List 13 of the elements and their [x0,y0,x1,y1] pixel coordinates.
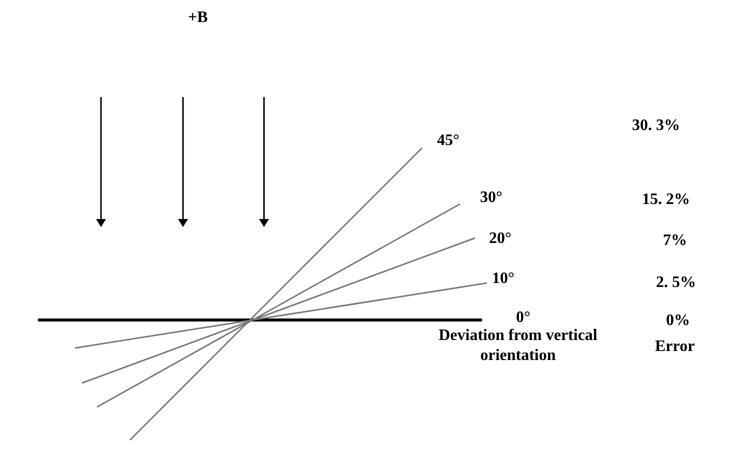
axis-caption: Deviation from vertical orientation [438,326,598,366]
angle-label: 45° [437,131,460,151]
angle-label: 0° [516,308,530,328]
field-label: +B [188,8,208,28]
error-value: 7% [663,231,687,251]
error-value: 15. 2% [642,190,690,210]
error-value: 30. 3% [632,116,680,136]
angle-label: 10° [492,269,514,289]
angle-label: 20° [489,229,512,249]
error-value: 0% [666,311,690,331]
column-caption: Error [655,337,695,357]
angle-label: 30° [480,188,502,208]
error-value: 2. 5% [656,273,696,293]
